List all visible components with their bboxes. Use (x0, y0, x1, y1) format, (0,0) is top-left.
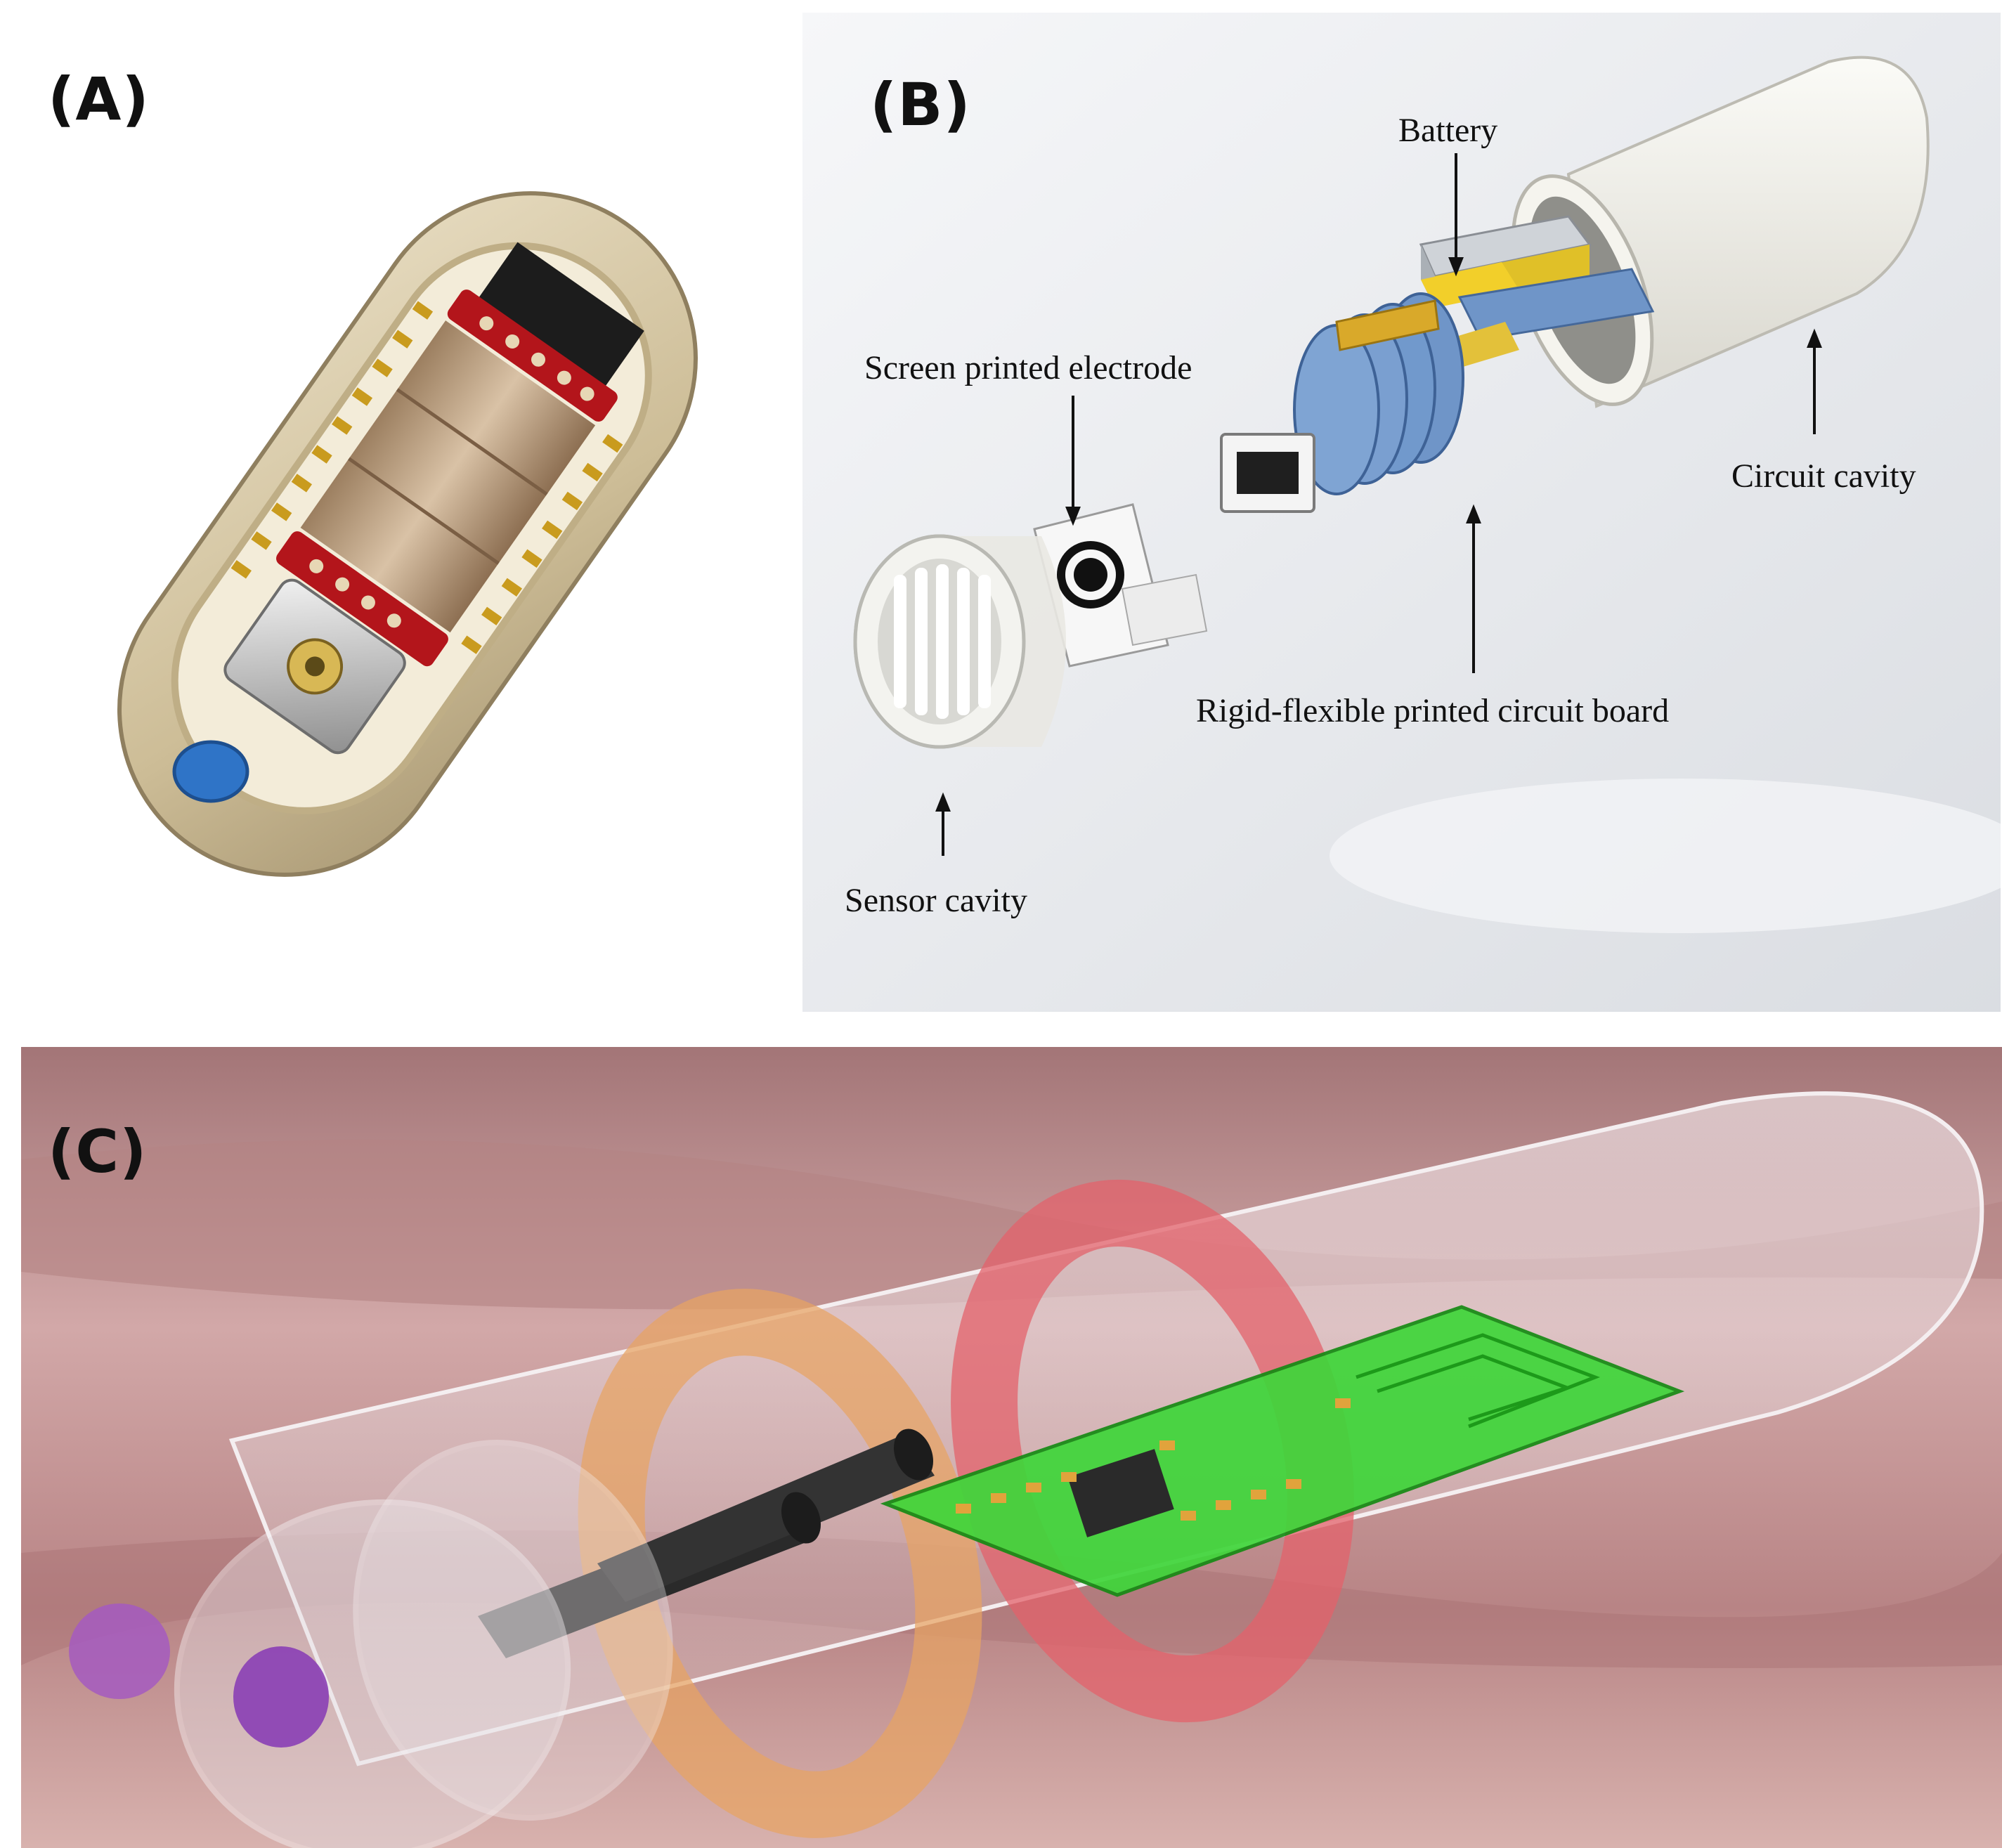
battery-stack (300, 320, 596, 633)
capsule-cutaway-illustration (117, 191, 698, 877)
label-circuit-cavity: Circuit cavity (1731, 457, 1916, 495)
label-battery: Battery (1398, 112, 1498, 149)
green-pcb (880, 1305, 1685, 1597)
top-chip (477, 242, 644, 389)
sensor-cavity-cap (853, 534, 1066, 749)
callout-arrows (935, 153, 1822, 856)
stacked-round-pcbs (1220, 292, 1464, 513)
black-electrode-rods (478, 1429, 935, 1658)
panel-a-letter: (A) (48, 65, 150, 134)
panel-b: (B) Battery Screen printed electrode Cir… (802, 13, 2001, 1012)
transparent-capsule-illustration (21, 1047, 2002, 1848)
battery-cell (1419, 215, 1592, 308)
transparent-end-dome (174, 1440, 673, 1848)
exploded-capsule-illustration (802, 13, 2001, 1012)
panel-b-letter: (B) (870, 70, 971, 139)
label-rigid-flexible-pcb: Rigid-flexible printed circuit board (1196, 692, 1670, 729)
gold-contact-pins (230, 301, 623, 654)
blue-window (172, 740, 249, 803)
label-sensor-cavity: Sensor cavity (845, 882, 1027, 919)
panel-c: (C) (21, 1047, 2002, 1848)
label-screen-printed-electrode: Screen printed electrode (864, 349, 1192, 386)
purple-sensor-dots (69, 1603, 329, 1748)
panel-c-letter: (C) (48, 1117, 148, 1186)
panel-a: (A) (0, 0, 787, 998)
screen-printed-electrode (1033, 503, 1208, 668)
